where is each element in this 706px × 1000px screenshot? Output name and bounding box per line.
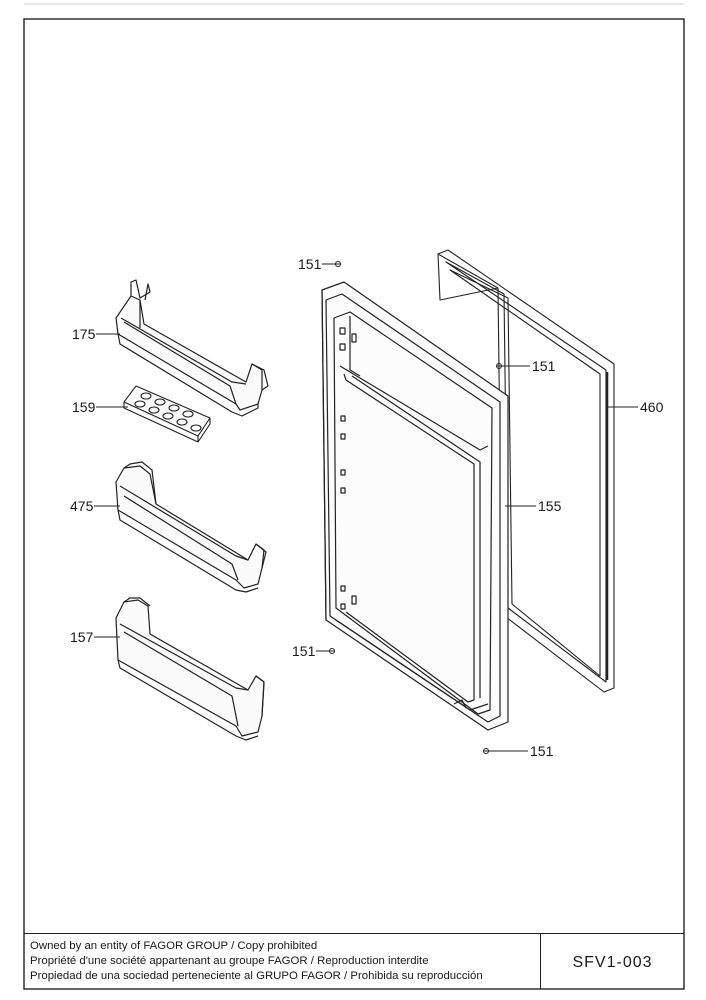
ownership-line-en: Owned by an entity of FAGOR GROUP / Copy… <box>30 940 318 952</box>
callout-460: 460 <box>640 399 664 415</box>
ownership-line-fr: Propriété d'une société appartenant au g… <box>30 955 429 967</box>
egg-tray-159 <box>123 385 211 443</box>
callout-151-bottom-left: 151 <box>292 643 316 659</box>
leader-lines <box>94 263 638 752</box>
ownership-notice: Owned by an entity of FAGOR GROUP / Copy… <box>30 939 483 984</box>
callout-151-top-left: 151 <box>298 256 322 272</box>
screw-151-bottom-left <box>329 648 335 654</box>
screw-151-top-right <box>496 363 502 369</box>
door-gasket-460 <box>437 249 615 693</box>
screw-151-bottom-right <box>483 748 489 754</box>
title-block: Owned by an entity of FAGOR GROUP / Copy… <box>24 933 684 990</box>
drawing-code-cell: SFV1-003 <box>540 934 684 989</box>
drawing-code: SFV1-003 <box>572 954 653 971</box>
callout-475: 475 <box>70 498 94 514</box>
callout-151-top-right: 151 <box>532 358 556 374</box>
door-shelf-475 <box>115 461 267 593</box>
sheet-border <box>23 18 685 990</box>
callout-175: 175 <box>72 326 96 342</box>
callout-155: 155 <box>538 498 562 514</box>
ownership-line-es: Propiedad de una sociedad perteneciente … <box>30 970 483 982</box>
callout-151-bottom-right: 151 <box>530 743 554 759</box>
door-shelf-175 <box>115 279 269 417</box>
callout-157: 157 <box>70 629 94 645</box>
screw-151-top-left <box>335 261 341 267</box>
door-panel-155 <box>321 281 509 731</box>
door-shelf-157 <box>115 597 265 741</box>
callout-159: 159 <box>72 399 96 415</box>
